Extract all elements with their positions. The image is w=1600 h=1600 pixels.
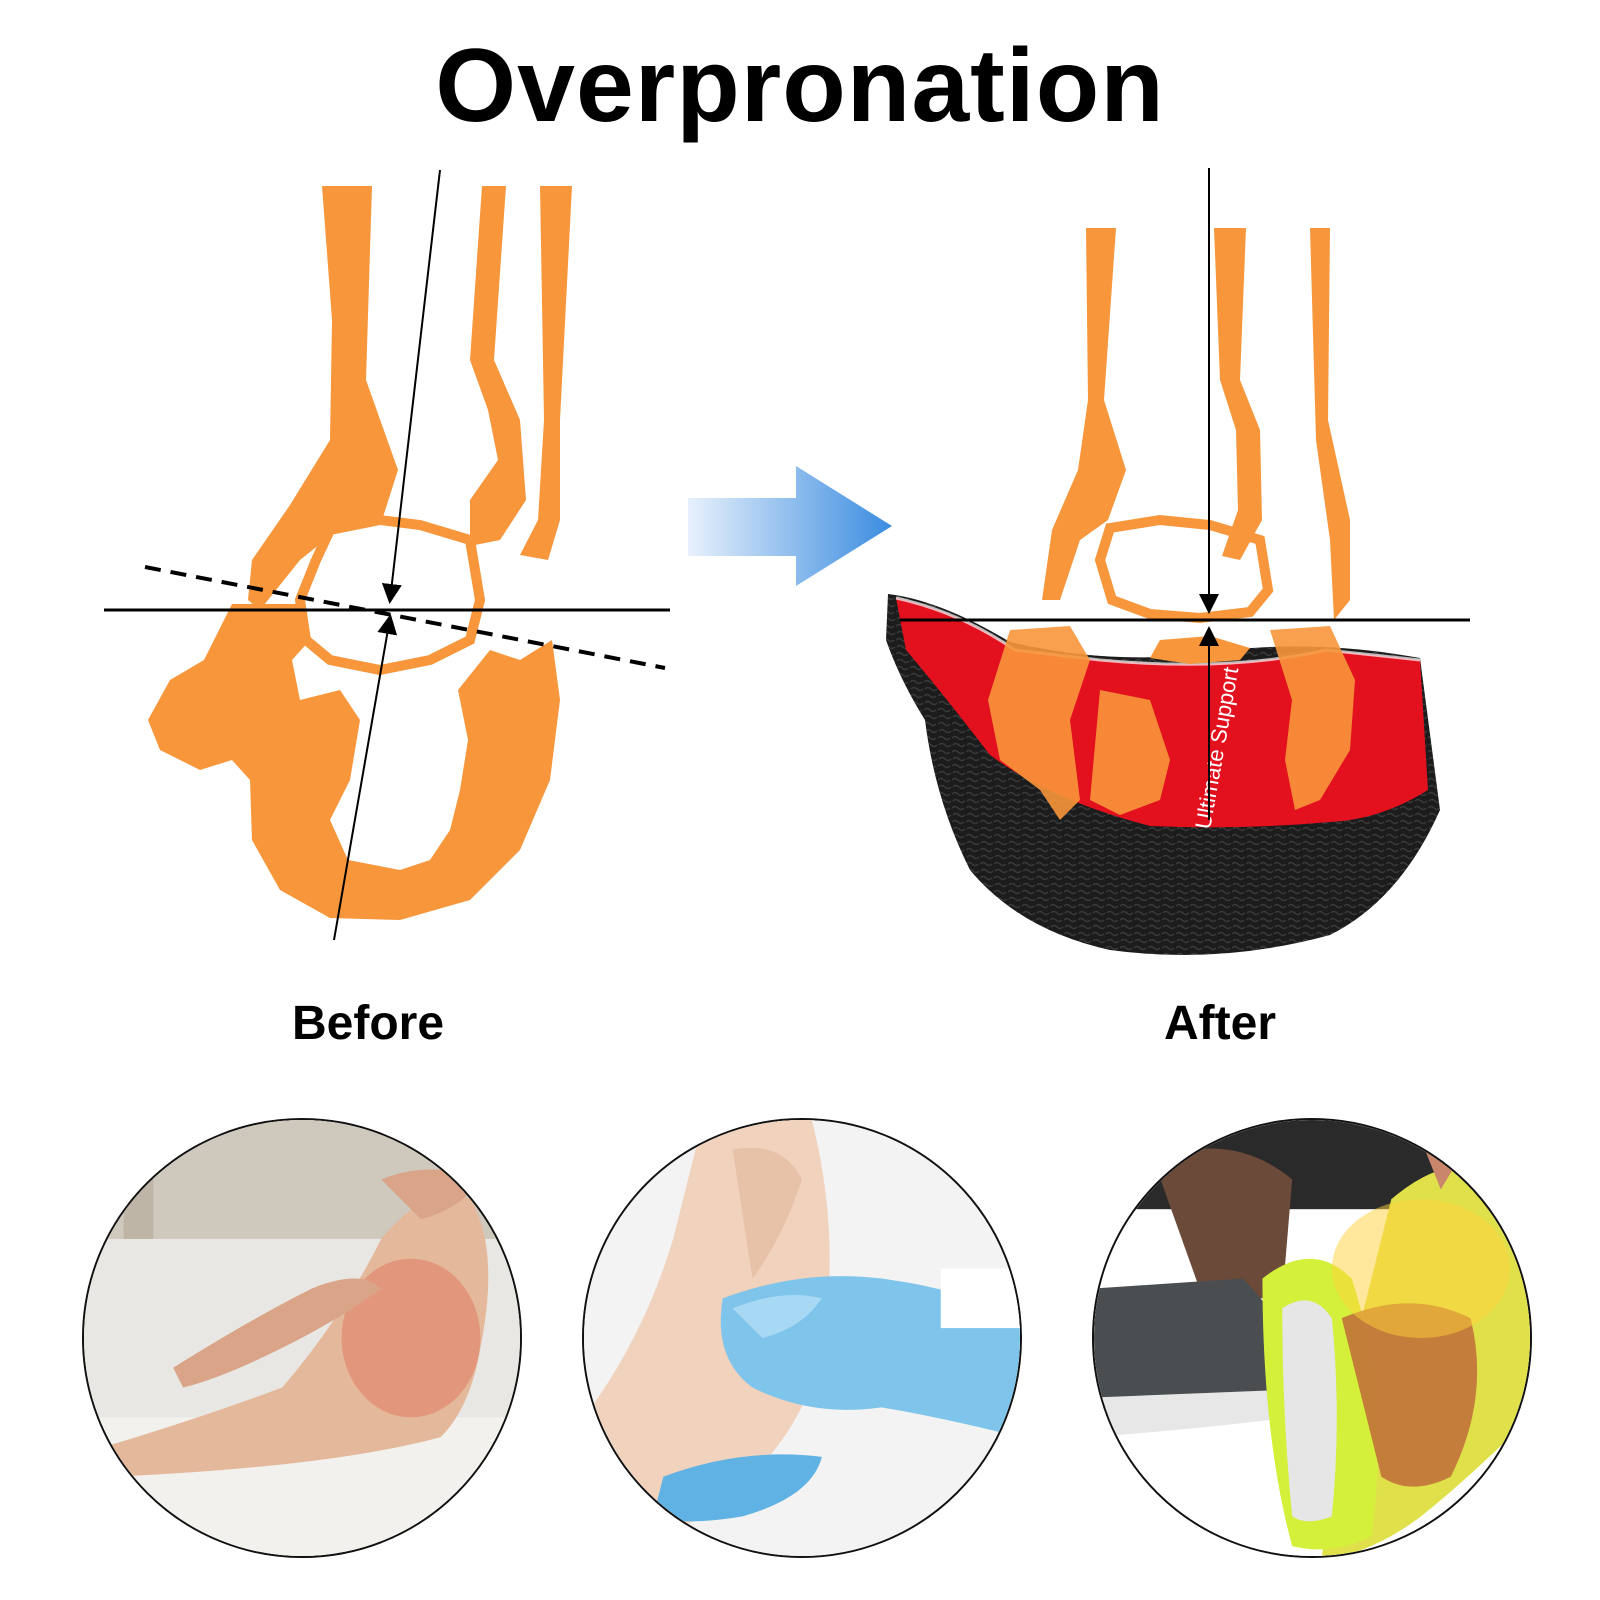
running-shoe-photo (1092, 1118, 1532, 1558)
before-label: Before (291, 997, 445, 1050)
page-title: Overpronation (435, 28, 1165, 144)
after-label: After (1163, 997, 1276, 1050)
after-alignment-lines (900, 168, 1470, 820)
before-alignment-lines (104, 169, 670, 941)
heel-pain-photo (82, 1118, 522, 1558)
overpronation-diagram: Ultimate Support Orthotics (104, 168, 1470, 955)
before-ankle-bones (148, 186, 572, 920)
sole-exam-photo (582, 1118, 1022, 1558)
after-ankle-bones (988, 228, 1355, 820)
direction-arrow-icon (688, 466, 892, 586)
